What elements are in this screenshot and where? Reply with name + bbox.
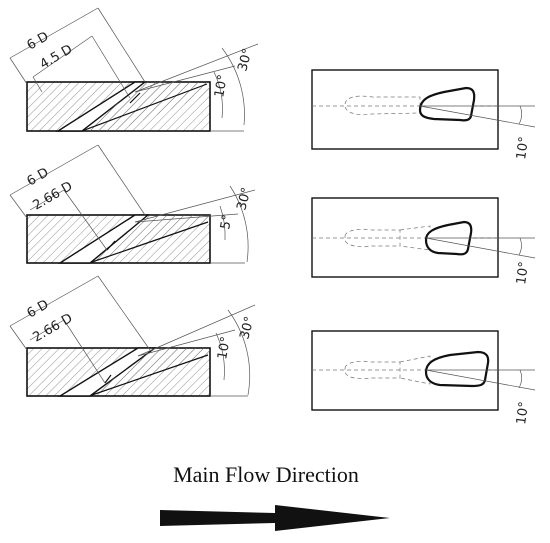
outer-length-label: 6 D <box>25 165 52 189</box>
config-row-1: 6 D 4.5 D 30° 10° 10° <box>9 7 536 161</box>
plan-angle-label: 10° <box>514 401 532 426</box>
plan-view-1 <box>311 69 536 150</box>
flow-direction-arrow-icon <box>160 505 390 531</box>
inner-angle-label: 10° <box>212 73 231 98</box>
side-section-1 <box>26 81 211 132</box>
plan-view-3 <box>311 330 536 411</box>
dimension-lines-3 <box>9 275 256 397</box>
outer-length-label: 6 D <box>25 297 52 321</box>
dimension-lines-1 <box>9 7 259 132</box>
outer-angle-label: 30° <box>235 47 255 73</box>
shaped-hole-exit <box>418 86 476 122</box>
outer-angle-label: 30° <box>237 315 257 341</box>
inner-angle-label: 5° <box>218 214 235 231</box>
plan-angle-label: 10° <box>514 136 532 161</box>
side-section-2 <box>26 214 211 264</box>
outer-angle-label: 30° <box>234 186 254 212</box>
dimension-lines-2 <box>9 144 256 264</box>
shaped-hole-exit <box>424 350 490 388</box>
config-row-2: 6 D 2.66 D 30° 5° 10° <box>9 144 536 286</box>
side-section-3 <box>26 347 211 397</box>
plan-view-2 <box>311 197 536 278</box>
inner-angle-label: 10° <box>215 335 234 360</box>
plan-angle-label: 10° <box>514 261 532 286</box>
main-flow-direction-caption: Main Flow Direction <box>173 462 359 487</box>
outer-length-label: 6 D <box>25 29 52 53</box>
config-row-3: 6 D 2.66 D 30° 10° 10° <box>9 275 536 426</box>
